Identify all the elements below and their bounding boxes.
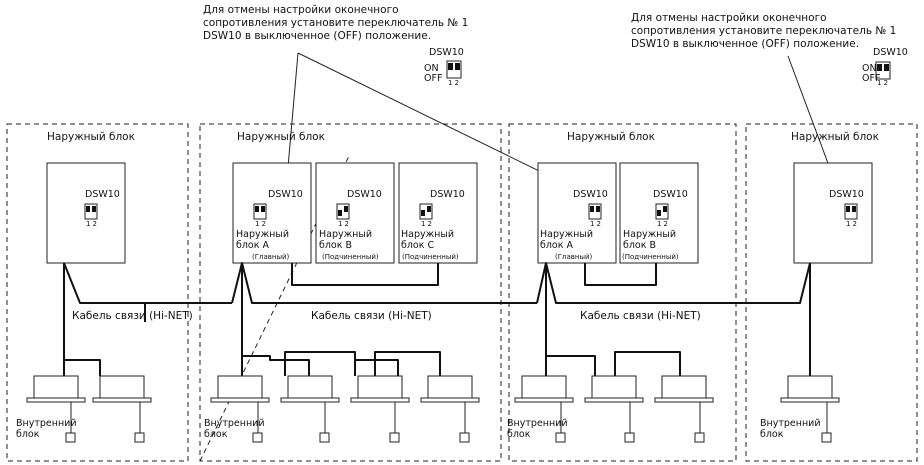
legend-off-label: OFF [424,73,443,84]
legend-title: DSW10 [873,47,908,58]
dip-switches [84,203,858,220]
boundary-system-1 [6,123,189,462]
unit-label-b: Наружный блок В [319,229,373,251]
indoor-unit-label: Внутренний блок [16,418,77,440]
unit-label-a: Наружный блок А [540,229,594,251]
indoor-unit [280,375,340,443]
wire [284,351,356,376]
switch-pin-labels: 12 [657,220,670,228]
switch-pin-labels: 12 [590,220,603,228]
unit-label-c: Наружный блок С [401,229,455,251]
outdoor-unit-boxes [46,162,873,264]
boundary-system-4 [745,123,918,462]
outdoor-block-label: Наружный блок [567,131,655,143]
legend-switch [446,60,462,79]
wire [614,351,681,376]
legend-switch [875,61,891,80]
wire [536,262,811,304]
indoor-unit [780,375,840,443]
wire [242,355,310,376]
legend-title: DSW10 [429,47,464,58]
indoor-unit-label: Внутренний блок [760,418,821,440]
legend-off-label: OFF [862,73,881,84]
note-terminator-left: Для отмены настройки оконечного сопротив… [203,4,469,42]
switch-label: DSW10 [430,189,465,200]
switch-label: DSW10 [347,189,382,200]
dip-switch [419,203,433,220]
dip-switch [588,203,602,220]
indoor-unit-label: Внутренний блок [204,418,265,440]
legend-pin-labels: 1 2 [877,79,889,87]
cable-label: Кабель связи (Hi-NET) [580,310,701,322]
wire [374,351,441,376]
dip-switch [84,203,98,220]
unit-role-main: (Главный) [555,253,593,261]
indoor-unit-label: Внутренний блок [507,418,568,440]
unit-label-a: Наружный блок А [236,229,290,251]
switch-label: DSW10 [573,189,608,200]
indoor-unit [420,375,480,443]
communication-wiring [63,262,811,376]
wire [546,355,596,376]
indoor-unit [350,375,410,443]
dip-switch [336,203,350,220]
wire [584,263,657,286]
indoor-units [26,375,840,443]
system-boundaries [6,123,918,462]
outdoor-block-label: Наружный блок [47,131,135,143]
diagonal-separator [199,153,351,462]
leader-line [297,52,579,191]
indoor-unit [92,375,152,443]
outdoor-unit-box [315,162,395,264]
switch-pin-labels: 12 [421,220,434,228]
wire [291,263,439,286]
indoor-unit [584,375,644,443]
note-terminator-right: Для отмены настройки оконечного сопротив… [631,12,897,50]
outdoor-unit-box [537,162,617,264]
dip-switch [253,203,267,220]
wire [64,359,101,376]
boundary-system-2 [199,123,502,462]
indoor-unit [514,375,574,443]
dip-switch [655,203,669,220]
switch-pin-labels: 12 [338,220,351,228]
unit-role-sub: (Подчиненный) [322,253,379,261]
wire [355,359,399,376]
cable-label: Кабель связи (Hi-NET) [311,310,432,322]
indoor-unit [654,375,714,443]
unit-role-sub: (Подчиненный) [622,253,679,261]
switch-pin-labels: 12 [255,220,268,228]
switch-label: DSW10 [653,189,688,200]
switch-label: DSW10 [829,189,864,200]
unit-label-b: Наружный блок В [623,229,677,251]
outdoor-unit-box [232,162,312,264]
outdoor-unit-box [793,162,873,264]
legend-pin-labels: 1 2 [448,79,460,87]
switch-label: DSW10 [268,189,303,200]
wire [231,262,537,304]
indoor-unit [26,375,86,443]
wire [63,262,146,322]
switch-pin-labels: 12 [846,220,859,228]
cable-label: Кабель связи (Hi-NET) [72,310,193,322]
indoor-unit [210,375,270,443]
boundary-system-3 [508,123,737,462]
legend-on-label: ON [862,63,877,74]
switch-label: DSW10 [85,189,120,200]
outdoor-block-label: Наружный блок [237,131,325,143]
dip-switch [844,203,858,220]
legend-on-label: ON [424,63,439,74]
outdoor-block-label: Наружный блок [791,131,879,143]
legend-switches [446,60,891,80]
unit-role-main: (Главный) [252,253,290,261]
unit-role-sub: (Подчиненный) [402,253,459,261]
switch-pin-labels: 12 [86,220,99,228]
